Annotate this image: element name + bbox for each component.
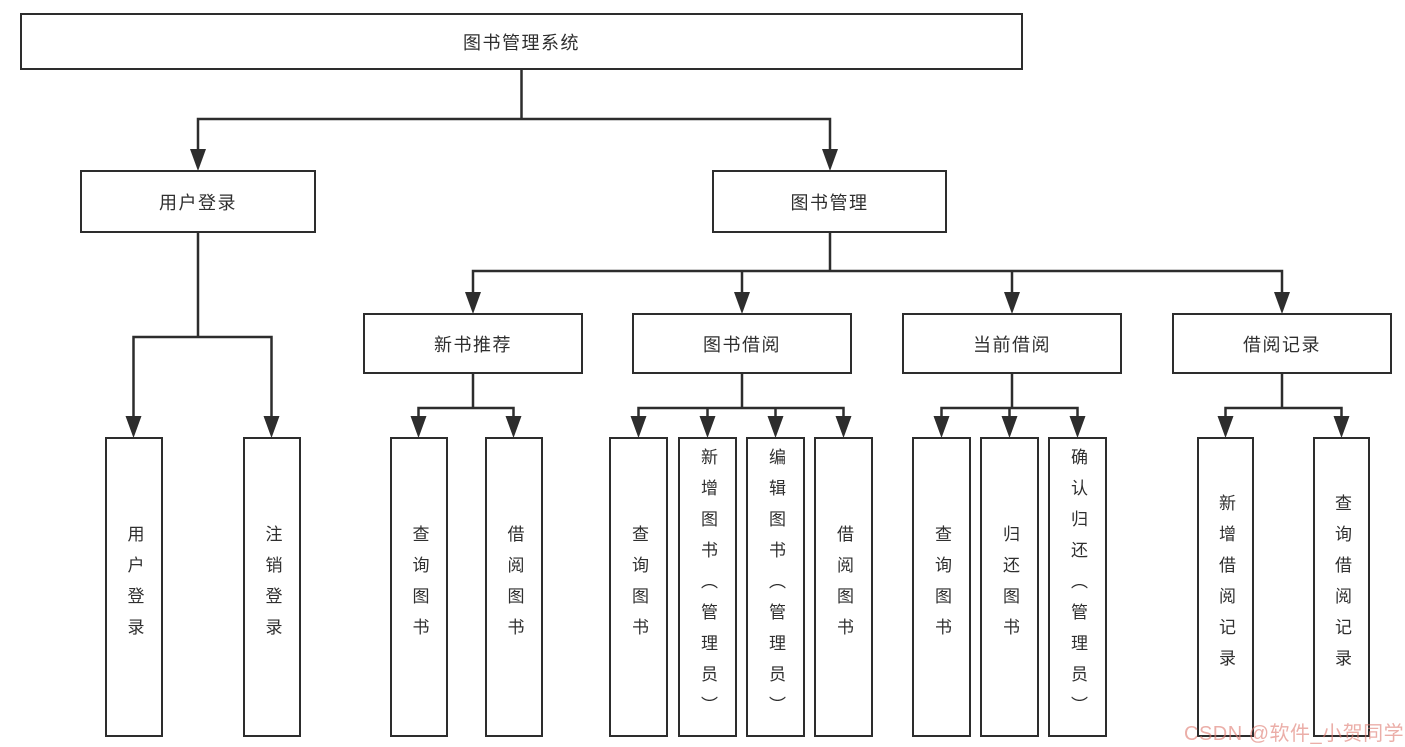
node-current-borrowing: 当前借阅: [902, 313, 1122, 374]
node-book-borrowing-label: 图书借阅: [703, 334, 781, 355]
node-book-borrowing: 图书借阅: [632, 313, 852, 374]
node-borrowing-records-label: 借阅记录: [1243, 334, 1321, 355]
leaf-confirm-return-admin-label: 确认归还（管理员）: [1068, 447, 1087, 727]
leaf-query-books-recommend: 查询图书: [390, 437, 448, 737]
leaf-confirm-return-admin: 确认归还（管理员）: [1048, 437, 1107, 737]
leaf-borrow-books-borrowing-label: 借阅图书: [834, 525, 853, 649]
leaf-query-books-current: 查询图书: [912, 437, 971, 737]
leaf-query-borrow-record-label: 查询借阅记录: [1332, 494, 1351, 680]
leaf-logout-label: 注销登录: [262, 525, 282, 649]
leaf-return-books: 归还图书: [980, 437, 1039, 737]
leaf-query-books-borrowing: 查询图书: [609, 437, 668, 737]
node-user-login: 用户登录: [80, 170, 316, 233]
node-book-management-label: 图书管理: [790, 192, 869, 213]
leaf-logout: 注销登录: [243, 437, 301, 737]
leaf-edit-books-admin-label: 编辑图书（管理员）: [766, 447, 785, 727]
leaf-add-books-admin: 新增图书（管理员）: [678, 437, 737, 737]
leaf-query-borrow-record: 查询借阅记录: [1313, 437, 1370, 737]
node-root: 图书管理系统: [20, 13, 1023, 70]
arrowhead-icons: [125, 149, 1350, 438]
node-borrowing-records: 借阅记录: [1172, 313, 1392, 374]
node-book-management: 图书管理: [712, 170, 947, 233]
node-new-book-recommendation: 新书推荐: [363, 313, 583, 374]
connector-path: [132, 68, 1343, 424]
node-user-login-label: 用户登录: [159, 192, 237, 213]
leaf-borrow-books-borrowing: 借阅图书: [814, 437, 873, 737]
leaf-return-books-label: 归还图书: [1000, 525, 1019, 649]
leaf-query-books-current-label: 查询图书: [932, 525, 951, 649]
leaf-add-borrow-record-label: 新增借阅记录: [1216, 494, 1235, 680]
leaf-user-login-label: 用户登录: [124, 525, 144, 649]
leaf-query-books-borrowing-label: 查询图书: [629, 525, 648, 649]
node-current-borrowing-label: 当前借阅: [973, 334, 1051, 355]
node-new-book-recommendation-label: 新书推荐: [434, 334, 512, 355]
node-root-label: 图书管理系统: [463, 32, 580, 53]
leaf-add-books-admin-label: 新增图书（管理员）: [698, 447, 717, 727]
leaf-query-books-recommend-label: 查询图书: [409, 525, 429, 649]
watermark: CSDN @软件_小贺同学: [1184, 723, 1405, 745]
leaf-borrow-books-recommend: 借阅图书: [485, 437, 543, 737]
leaf-add-borrow-record: 新增借阅记录: [1197, 437, 1254, 737]
leaf-borrow-books-recommend-label: 借阅图书: [504, 525, 524, 649]
leaf-edit-books-admin: 编辑图书（管理员）: [746, 437, 805, 737]
leaf-user-login: 用户登录: [105, 437, 163, 737]
